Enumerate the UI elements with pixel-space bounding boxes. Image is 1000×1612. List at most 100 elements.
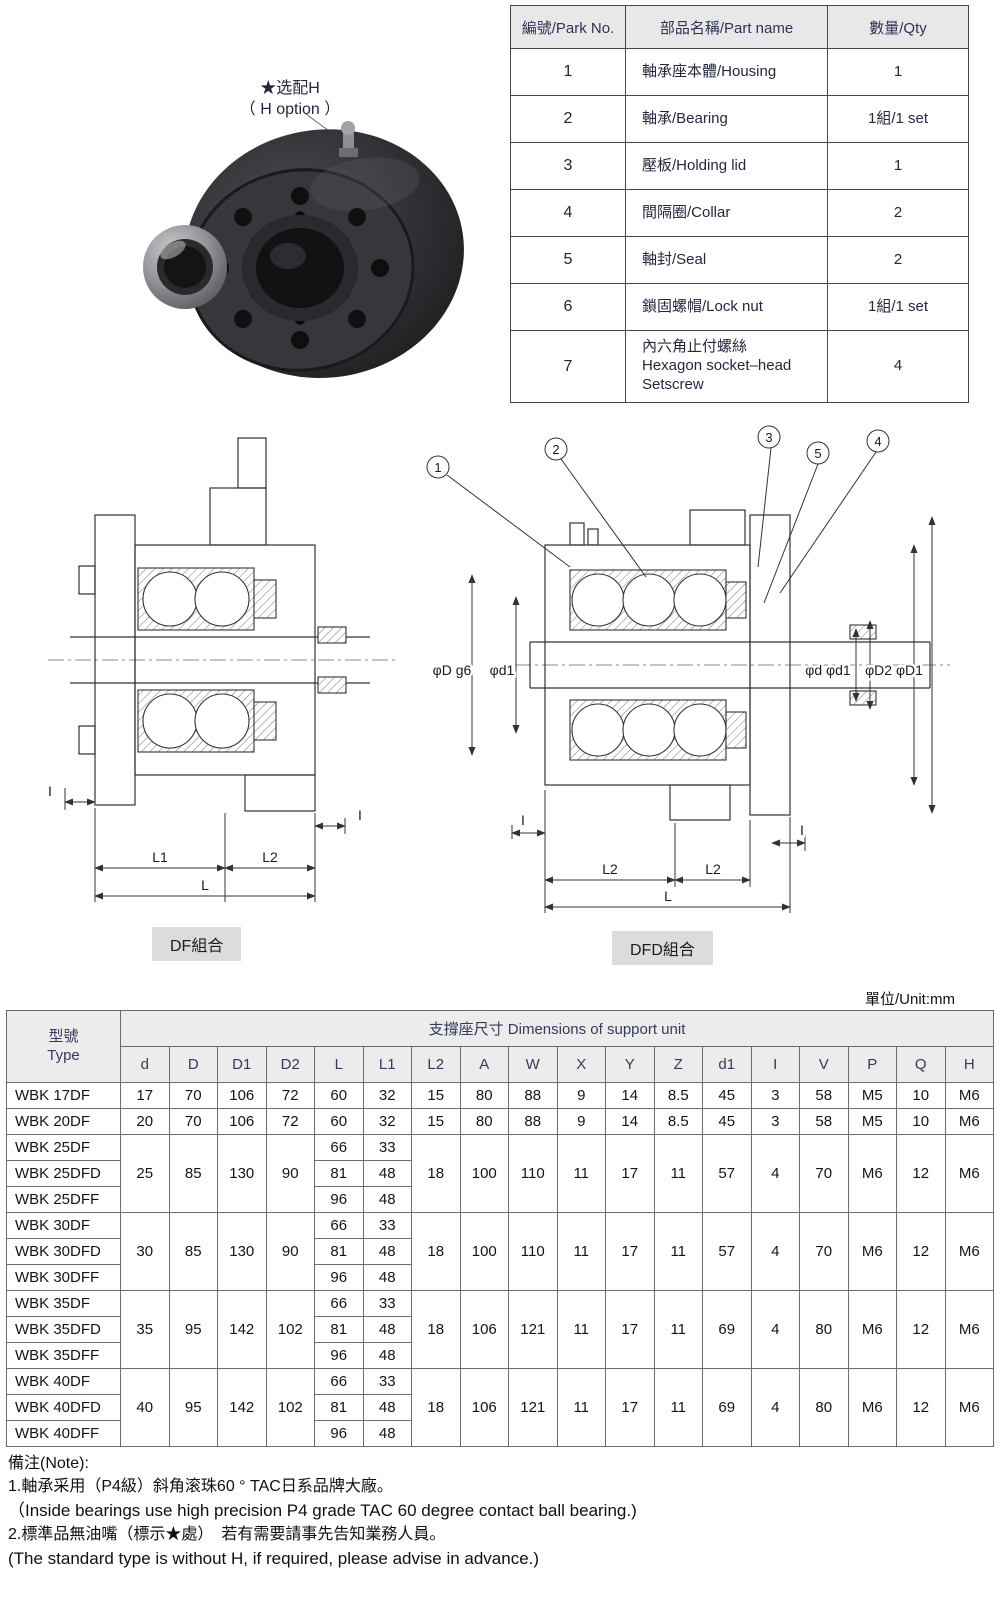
cell: 70 bbox=[799, 1134, 849, 1213]
dfd-section-drawing: 1 2 3 5 4 φD g6 bbox=[426, 425, 950, 913]
cell: M6 bbox=[944, 1290, 994, 1369]
cell: M6 bbox=[847, 1290, 897, 1369]
parts-row: 5 軸封/Seal 2 bbox=[510, 236, 969, 284]
header-part-no: 編號/Park No. bbox=[510, 5, 626, 49]
part-name: 軸封/Seal bbox=[625, 236, 828, 284]
cell: 48 bbox=[362, 1394, 412, 1421]
cell: 80 bbox=[799, 1290, 849, 1369]
cell: 33 bbox=[362, 1290, 412, 1317]
type-cell: WBK 30DF bbox=[6, 1212, 121, 1239]
cell: 11 bbox=[653, 1368, 703, 1447]
parts-row: 3 壓板/Holding lid 1 bbox=[510, 142, 969, 190]
dim-label-phiD-g6: φD g6 bbox=[433, 662, 472, 678]
type-header: 型號 Type bbox=[6, 1010, 121, 1083]
cell: 100 bbox=[459, 1212, 509, 1291]
col-header: V bbox=[799, 1046, 849, 1083]
bearings-section bbox=[137, 567, 347, 753]
cell: 11 bbox=[653, 1290, 703, 1369]
table-row: WBK 25DF 25 85 130 90 66 33 18 100 110 1… bbox=[6, 1134, 994, 1213]
cell: 40 bbox=[120, 1368, 170, 1447]
cell: 11 bbox=[556, 1212, 606, 1291]
part-qty: 2 bbox=[827, 236, 969, 284]
cell: 110 bbox=[508, 1212, 558, 1291]
cell: M6 bbox=[847, 1212, 897, 1291]
cell: 48 bbox=[362, 1186, 412, 1213]
cell: 106 bbox=[217, 1082, 267, 1109]
cell: 35 bbox=[120, 1290, 170, 1369]
part-no: 1 bbox=[510, 48, 626, 96]
cell: M6 bbox=[944, 1108, 994, 1135]
cell: 8.5 bbox=[653, 1108, 703, 1135]
type-cell: WBK 25DFD bbox=[6, 1160, 121, 1187]
type-cell: WBK 40DFD bbox=[6, 1394, 121, 1421]
callout-1: 1 bbox=[434, 460, 441, 475]
notes: 備注(Note): 1.軸承采用（P4級）斜角滚珠60 ° TAC日系品牌大廠。… bbox=[8, 1452, 637, 1571]
cell: 4 bbox=[750, 1212, 800, 1291]
part-name: 壓板/Holding lid bbox=[625, 142, 828, 190]
cell: 96 bbox=[314, 1342, 364, 1369]
header-part-name: 部品名稱/Part name bbox=[625, 5, 828, 49]
cell: 70 bbox=[168, 1108, 218, 1135]
col-header: D1 bbox=[217, 1046, 267, 1083]
h-option-annotation: ★选配H （ H option ） bbox=[239, 80, 341, 118]
cell: 12 bbox=[896, 1134, 946, 1213]
type-cell: WBK 30DFD bbox=[6, 1238, 121, 1265]
part-no: 2 bbox=[510, 95, 626, 143]
type-cell: WBK 35DFD bbox=[6, 1316, 121, 1343]
col-header: Q bbox=[896, 1046, 946, 1083]
col-header: Z bbox=[653, 1046, 703, 1083]
cell: 18 bbox=[411, 1368, 461, 1447]
cell: 85 bbox=[168, 1134, 218, 1213]
table-row: WBK 30DFD 81 48 bbox=[6, 1238, 994, 1265]
type-cell: WBK 40DF bbox=[6, 1368, 121, 1395]
parts-row: 7 內六角止付螺絲 Hexagon socket–head Setscrew 4 bbox=[510, 330, 969, 403]
cell: M6 bbox=[944, 1212, 994, 1291]
callout-4: 4 bbox=[874, 434, 881, 449]
cell: 90 bbox=[265, 1134, 315, 1213]
note-line: (The standard type is without H, if requ… bbox=[8, 1549, 540, 1568]
col-header: L bbox=[314, 1046, 364, 1083]
part-name: 鎖固螺帽/Lock nut bbox=[625, 283, 828, 331]
cell: 33 bbox=[362, 1134, 412, 1161]
cell: 66 bbox=[314, 1290, 364, 1317]
notes-title: 備注(Note): bbox=[8, 1455, 89, 1472]
grease-nipple bbox=[339, 121, 358, 157]
cell: 11 bbox=[653, 1212, 703, 1291]
cell: 80 bbox=[459, 1082, 509, 1109]
cell: 142 bbox=[217, 1290, 267, 1369]
table-row: WBK 35DFD 81 48 bbox=[6, 1316, 994, 1343]
cell: 48 bbox=[362, 1420, 412, 1447]
cell: M6 bbox=[944, 1134, 994, 1213]
cell: M5 bbox=[847, 1082, 897, 1109]
table-row: WBK 35DFF 96 48 bbox=[6, 1342, 994, 1369]
cell: 18 bbox=[411, 1134, 461, 1213]
table-row: WBK 30DF 30 85 130 90 66 33 18 100 110 1… bbox=[6, 1212, 994, 1291]
part-name: 間隔圈/Collar bbox=[625, 189, 828, 237]
dim-label-l: L bbox=[664, 888, 672, 904]
cell: 15 bbox=[411, 1082, 461, 1109]
dim-label-l: L bbox=[201, 877, 209, 893]
col-header: X bbox=[556, 1046, 606, 1083]
col-header: L2 bbox=[411, 1046, 461, 1083]
cell: 3 bbox=[750, 1108, 800, 1135]
cell: 33 bbox=[362, 1368, 412, 1395]
cell: 17 bbox=[605, 1212, 655, 1291]
cell: 142 bbox=[217, 1368, 267, 1447]
cell: 88 bbox=[508, 1082, 558, 1109]
dim-label-i: I bbox=[800, 822, 804, 838]
col-header: A bbox=[459, 1046, 509, 1083]
dim-header-row: 型號 Type 支撐座尺寸 Dimensions of support unit bbox=[6, 1010, 994, 1083]
callout-balloons: 1 2 3 5 4 bbox=[426, 425, 890, 479]
cell: 96 bbox=[314, 1186, 364, 1213]
cell: 8.5 bbox=[653, 1082, 703, 1109]
part-qty: 4 bbox=[827, 330, 969, 403]
cell: 110 bbox=[508, 1134, 558, 1213]
col-header: d1 bbox=[702, 1046, 752, 1083]
dim-columns-row: d D D1 D2 L L1 L2 A W X Y Z d1 I V P Q H bbox=[7, 1046, 994, 1083]
part-qty: 1組/1 set bbox=[827, 283, 969, 331]
cell: 10 bbox=[896, 1108, 946, 1135]
part-name: 軸承座本體/Housing bbox=[625, 48, 828, 96]
cell: 130 bbox=[217, 1212, 267, 1291]
cell: 48 bbox=[362, 1238, 412, 1265]
part-no: 4 bbox=[510, 189, 626, 237]
